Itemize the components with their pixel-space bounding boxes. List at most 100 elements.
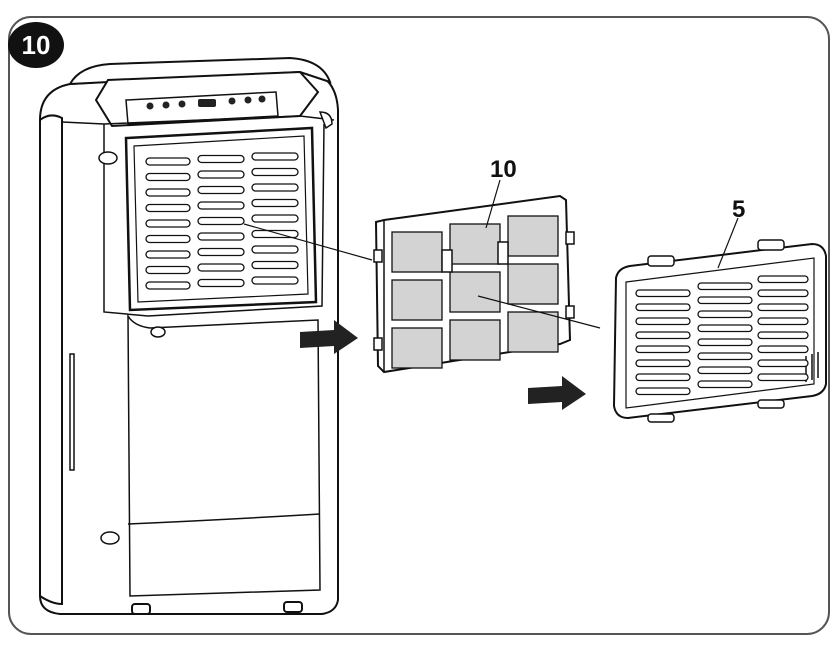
upper-front-panel: [103, 123, 325, 317]
control-button: [178, 100, 186, 108]
figure-frame: [8, 16, 830, 635]
rear-lug: [318, 111, 333, 130]
outer-grille-slot: [697, 324, 753, 333]
pre-filter-tab: [373, 337, 383, 351]
unit-grille-slot: [197, 201, 245, 210]
unit-grille-slot: [145, 157, 191, 166]
unit-grille-slot: [251, 167, 299, 177]
pre-filter-tab: [373, 249, 383, 263]
control-button: [244, 96, 252, 104]
unit-grille-slot: [251, 214, 299, 223]
outer-grille-tab: [757, 239, 785, 251]
right-arrow-icon: [300, 320, 358, 354]
outer-grille-slot: [635, 303, 691, 312]
outer-grille-slot: [697, 366, 753, 375]
pre-filter-tab: [565, 305, 575, 319]
unit-grille-slot: [197, 278, 245, 288]
outer-grille-tab: [647, 413, 675, 423]
pre-filter-mesh-cell: [449, 271, 501, 313]
callout-label-outer-grille: 5: [732, 196, 746, 223]
outer-grille-slot: [757, 275, 809, 284]
outer-grille-tab: [757, 399, 785, 409]
pre-filter-mesh-cell: [391, 327, 443, 369]
filter-frame-inner: [133, 135, 309, 303]
outer-grille-slot: [697, 380, 753, 389]
leader-line-unit-to-filter: [243, 223, 373, 261]
outer-grille-slot: [697, 310, 753, 319]
outer-grille-slot: [635, 373, 691, 382]
unit-top-panel: [68, 56, 332, 86]
outer-grille-tab: [647, 255, 675, 267]
unit-side-panel: [39, 114, 63, 606]
unit-grille-slot: [251, 198, 299, 208]
front-dimple: [150, 326, 166, 338]
unit-grille-slot: [197, 170, 245, 179]
unit-grille-slot: [145, 188, 191, 197]
control-button: [146, 102, 154, 110]
outer-grille-slot: [697, 338, 753, 347]
outer-grille-slot: [757, 359, 809, 368]
unit-grille-slot: [145, 203, 191, 213]
side-vent-top: [98, 151, 118, 165]
unit-grille-slot: [145, 281, 191, 290]
tank-seam: [127, 513, 321, 525]
outer-grille-slot: [635, 359, 691, 368]
unit-grille-slot: [145, 265, 191, 275]
unit-grille-slot: [251, 260, 299, 270]
unit-grille-slot: [251, 276, 299, 285]
pre-filter-mesh-cell: [391, 279, 443, 321]
outer-grille-slot: [757, 317, 809, 326]
outer-grille-slot: [697, 352, 753, 361]
outer-grille-slot: [635, 289, 691, 298]
unit-shoulder: [61, 115, 335, 125]
outer-grille-slot: [757, 331, 809, 340]
unit-foot-left: [131, 603, 151, 615]
pre-filter-mesh-cell: [449, 223, 501, 265]
right-arrow-icon: [528, 376, 586, 410]
side-vent-bottom: [100, 531, 120, 545]
control-buttons: [146, 95, 266, 110]
pre-filter-mesh-cell: [391, 231, 443, 273]
outer-grille-slot: [697, 296, 753, 305]
outer-grille-slot: [757, 303, 809, 312]
unit-grille-slot: [197, 185, 245, 195]
pre-filter-mesh-cell: [507, 215, 559, 257]
control-display: [198, 99, 216, 107]
unit-grille-slot: [197, 216, 245, 226]
outer-grille-slots: [635, 275, 809, 396]
unit-grille-slot: [145, 250, 191, 259]
outer-grille-inner: [625, 257, 815, 409]
step-number-badge: 10: [8, 22, 64, 68]
side-handle: [69, 353, 75, 471]
outer-grille-slot: [757, 345, 809, 354]
unit-grille-slot: [145, 219, 191, 228]
unit-foot-right: [283, 601, 303, 613]
outer-grille-slot: [635, 387, 691, 396]
dehumidifier-unit: [39, 56, 339, 615]
outer-grille-slot: [635, 331, 691, 340]
unit-grille-slot: [251, 183, 299, 192]
control-button: [258, 95, 266, 103]
control-panel: [125, 91, 279, 125]
pre-filter-tab: [565, 231, 575, 245]
unit-grille-slot: [197, 154, 245, 164]
leader-line-label-5: [717, 217, 739, 269]
outer-grille-slot: [635, 345, 691, 354]
unit-grille-slot: [145, 172, 191, 182]
unit-grille-slot: [197, 263, 245, 272]
unit-grille-slot: [197, 247, 245, 257]
pre-filter-mesh-cells: [391, 215, 559, 369]
unit-grille-slot: [251, 152, 299, 161]
pre-filter-clip: [497, 241, 509, 265]
leader-lines: [243, 179, 739, 329]
pre-filter-mesh-cell: [507, 311, 559, 353]
unit-grille-slot: [145, 234, 191, 244]
unit-grille-slot: [251, 229, 299, 239]
outer-grille-slot: [757, 289, 809, 298]
pre-filter-mesh-cell: [449, 319, 501, 361]
unit-grille-slot: [197, 232, 245, 241]
control-button: [162, 101, 170, 109]
unit-grille-slot: [251, 245, 299, 254]
